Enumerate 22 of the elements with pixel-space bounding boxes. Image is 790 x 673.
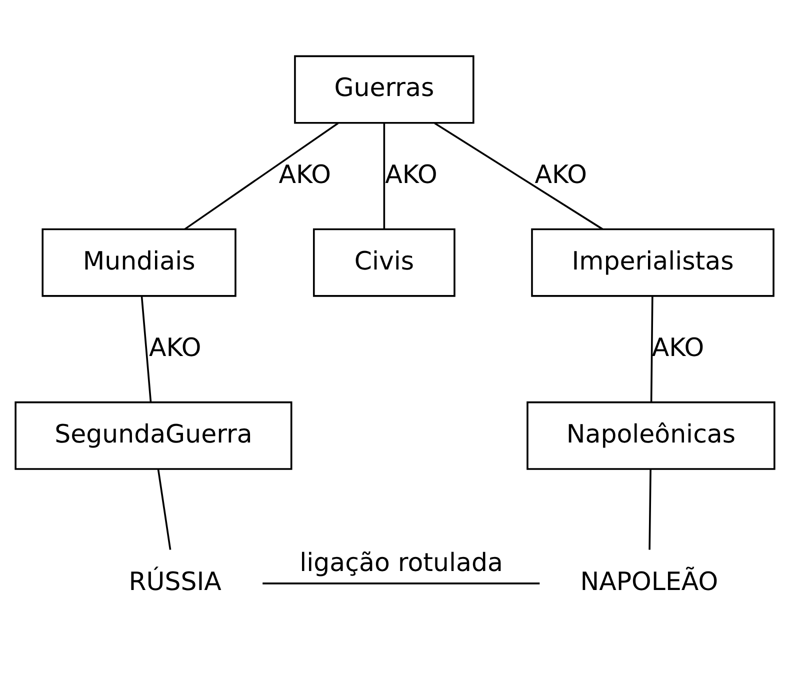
edge-label: AKO: [534, 160, 587, 189]
node-box: Mundiais: [42, 228, 236, 297]
connector: [434, 122, 603, 230]
edge-label: AKO: [385, 160, 438, 189]
edge-label: AKO: [652, 332, 704, 362]
node-box: Guerras: [294, 55, 474, 124]
node-text: RÚSSIA: [128, 567, 222, 596]
node-box: SegundaGuerra: [14, 401, 292, 470]
connector: [157, 469, 172, 550]
connector: [650, 296, 654, 402]
connector: [648, 469, 652, 550]
node-box: Civis: [312, 228, 456, 297]
connector: [262, 582, 540, 584]
connector: [184, 122, 339, 230]
node-text: NAPOLEÃO: [580, 567, 718, 596]
connector: [383, 123, 386, 230]
edge-label: AKO: [148, 332, 202, 362]
connector: [140, 296, 152, 402]
edge-label: ligação rotulada: [300, 548, 503, 578]
edge-label: AKO: [278, 160, 332, 189]
node-box: Napoleônicas: [526, 401, 776, 470]
node-box: Imperialistas: [531, 228, 774, 297]
